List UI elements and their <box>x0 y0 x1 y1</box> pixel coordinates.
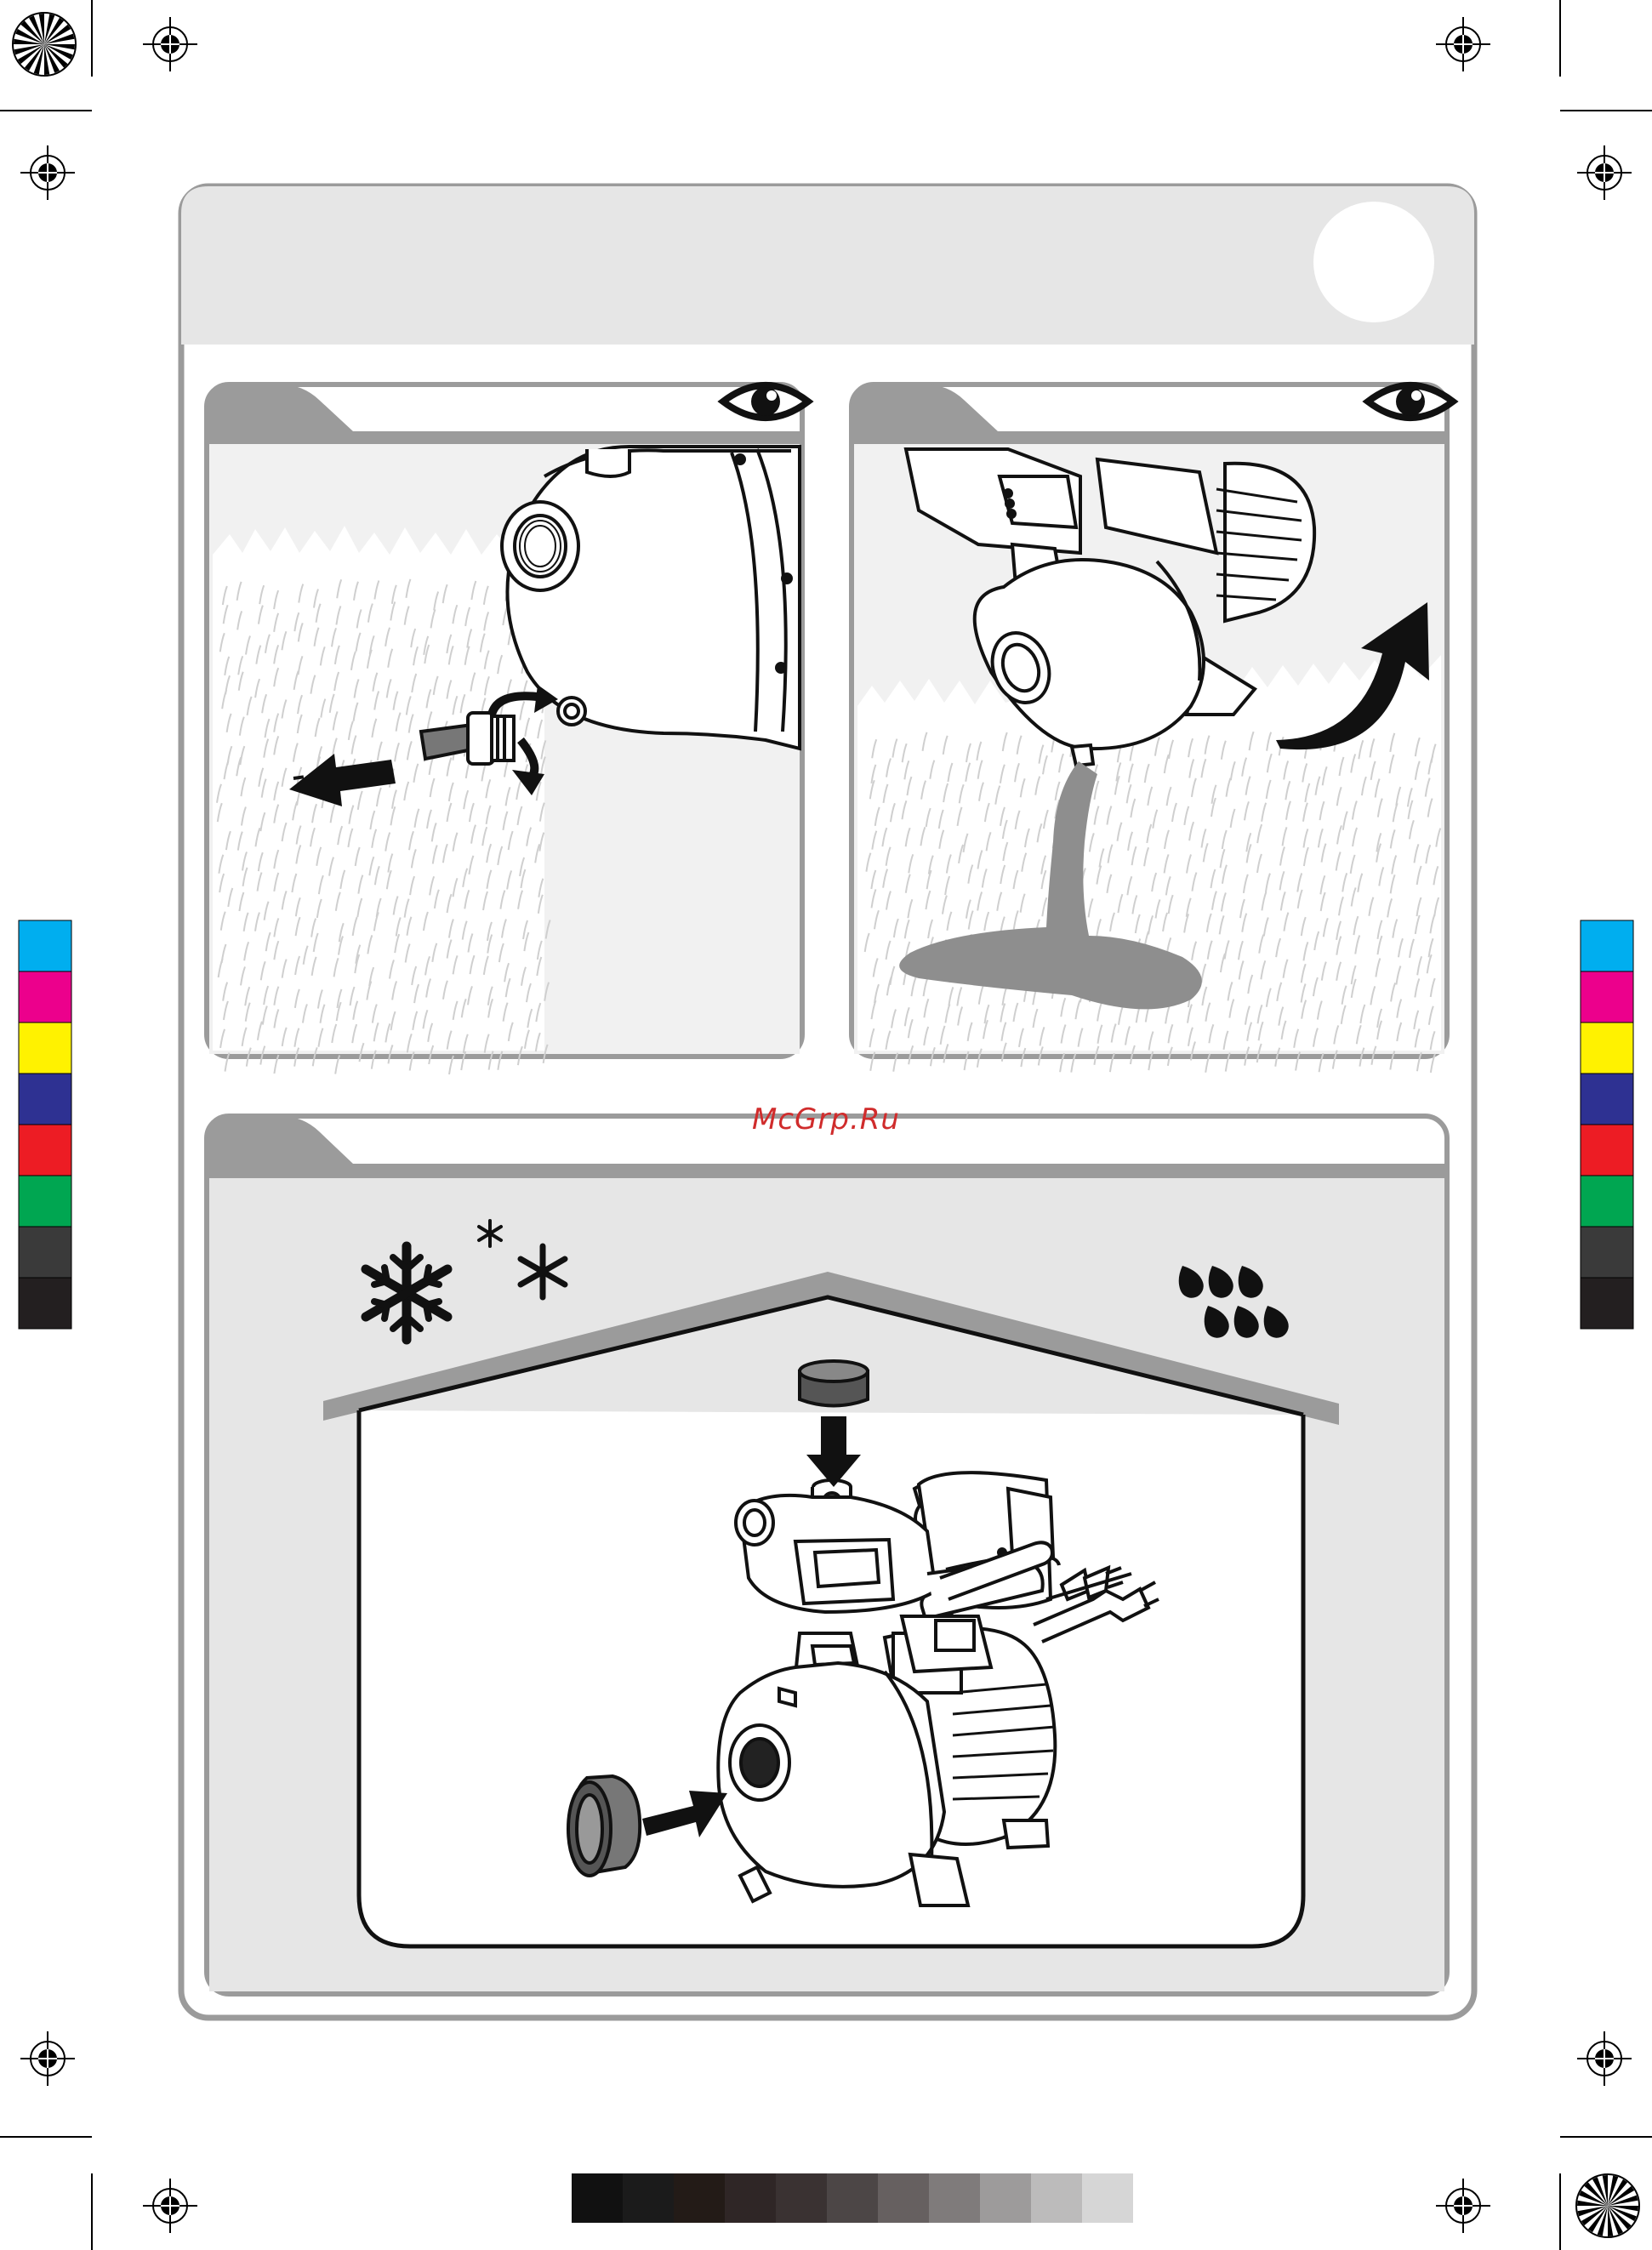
snowflake-icon <box>366 1246 447 1340</box>
eye-icon <box>1368 385 1453 418</box>
top-port-cap <box>800 1361 868 1406</box>
snowflake-icon <box>521 1246 565 1297</box>
watermark: McGrp.Ru <box>0 1102 1652 1136</box>
snowflake-icon <box>479 1221 501 1246</box>
side-port-cap <box>568 1776 640 1876</box>
grass-background-1 <box>213 526 550 1074</box>
eye-icon <box>723 385 808 418</box>
rain-drops-icon <box>1173 1262 1292 1341</box>
